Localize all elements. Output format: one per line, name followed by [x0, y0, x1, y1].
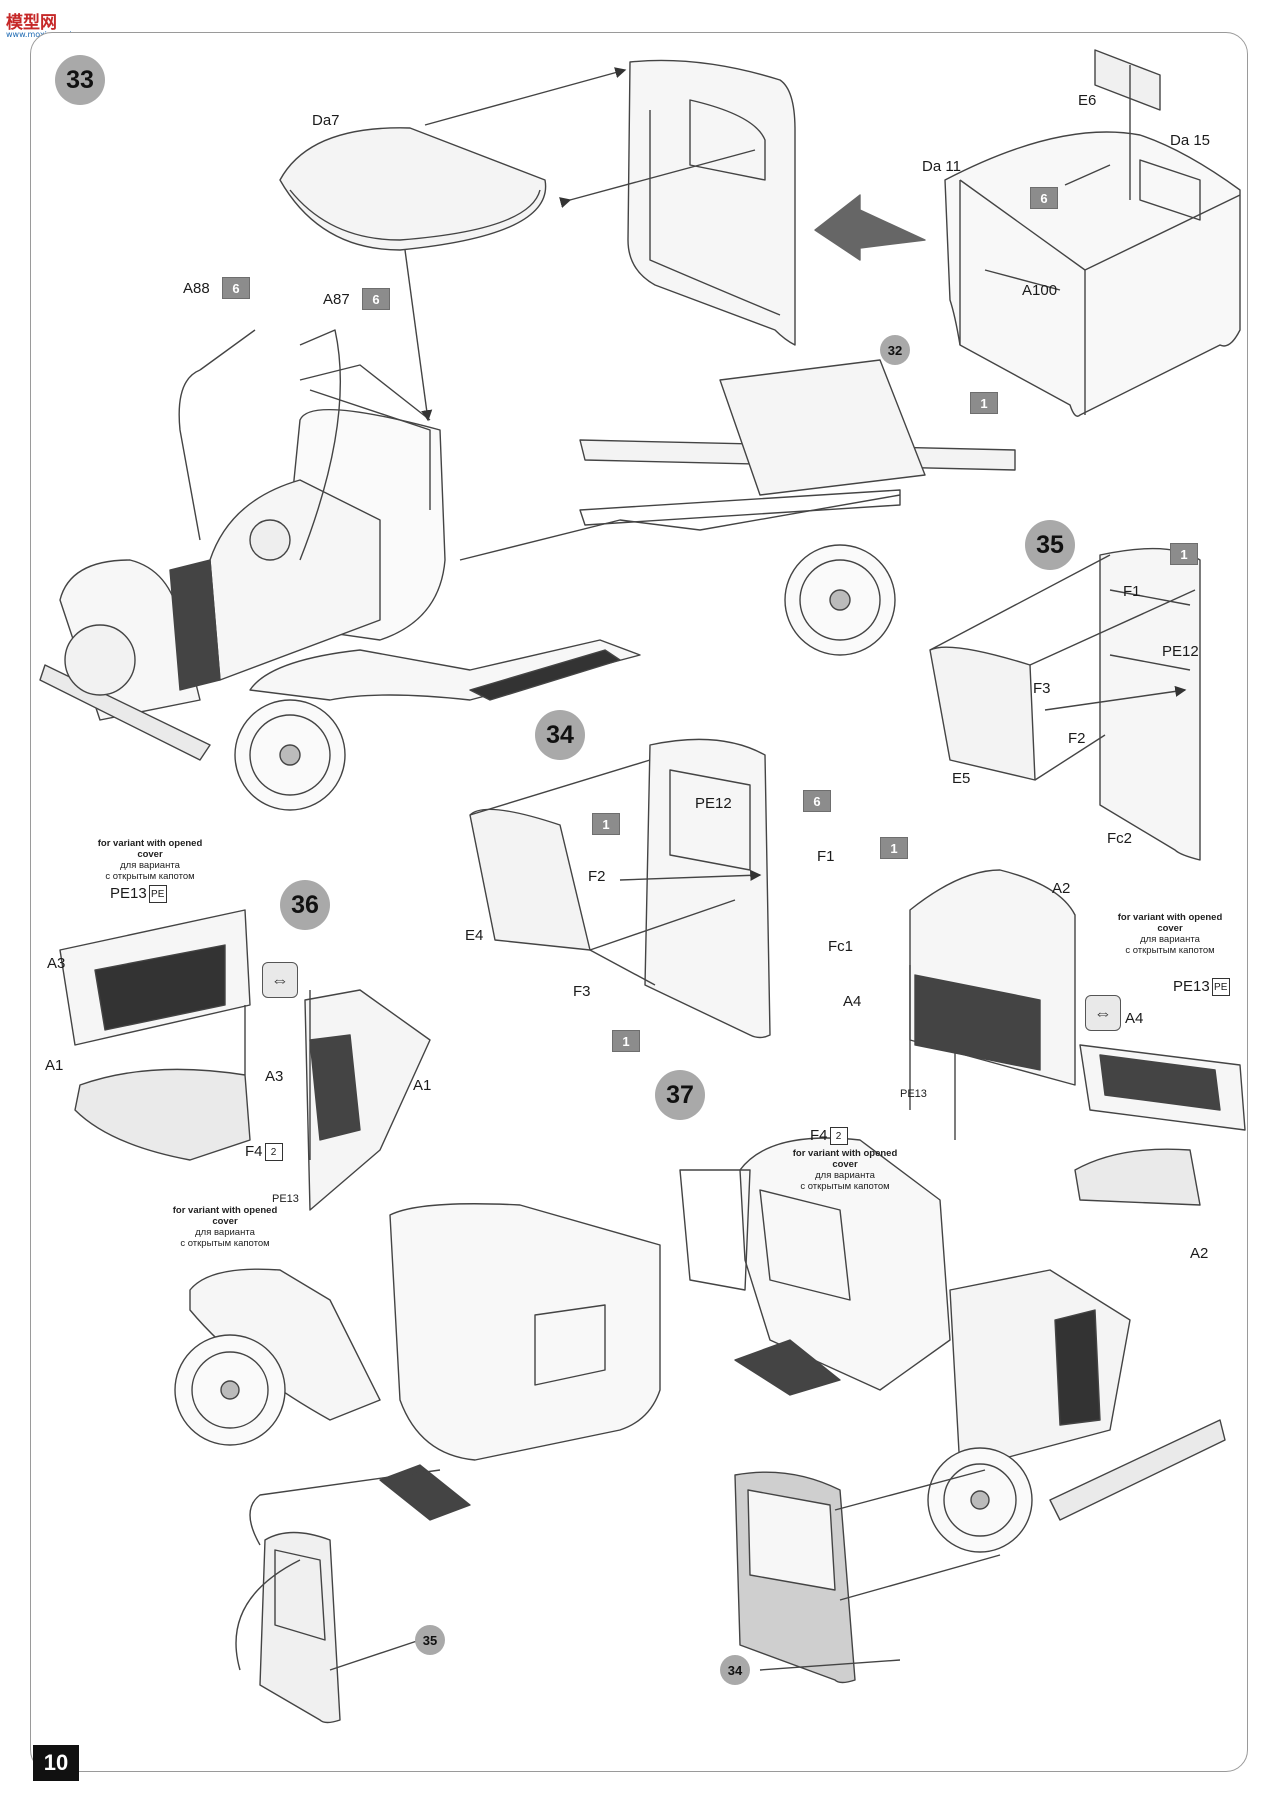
paint-box-1-a100: 1 — [970, 392, 998, 414]
label-a4-37b: A4 — [1125, 1010, 1144, 1027]
ref-step-34: 34 — [720, 1655, 750, 1685]
step-34-badge: 34 — [535, 710, 585, 760]
label-f2-35: F2 — [1068, 730, 1086, 747]
ref-step-32: 32 — [880, 335, 910, 365]
label-a4-37a: A4 — [843, 993, 862, 1010]
label-f1-35: F1 — [1123, 583, 1141, 600]
label-a1-36a: A1 — [45, 1057, 64, 1074]
view-flip-icon-37: ⇔ — [1085, 995, 1121, 1031]
step-plate-37 — [734, 1339, 841, 1396]
variant-note-37b: for variant with opened cover для вариан… — [792, 1148, 898, 1192]
label-f2-34: F2 — [588, 868, 606, 885]
pe-tag-icon-37: PE — [1211, 978, 1230, 997]
label-pe13-37b: PE13 — [900, 1088, 927, 1100]
label-a3-36a: A3 — [47, 955, 66, 972]
label-a88: A88 — [183, 280, 210, 297]
step-plate-33 — [469, 649, 621, 701]
panel-e4 — [469, 808, 591, 951]
cargo-box-33 — [944, 131, 1241, 417]
watermark-text: 模型网 — [6, 13, 57, 33]
louver-36 — [94, 944, 226, 1031]
label-da11: Da 11 — [922, 158, 961, 175]
label-pe13-36b: PE13 — [272, 1193, 299, 1205]
cab-36 — [389, 1203, 661, 1461]
label-f3-34: F3 — [573, 983, 591, 1000]
door-fc2 — [1099, 547, 1201, 861]
paint-box-6-34: 6 — [803, 790, 831, 812]
note-ru-1: для варианта — [120, 860, 180, 871]
paint-box-1-34b: 1 — [880, 837, 908, 859]
label-e6: E6 — [1078, 92, 1097, 109]
cab-37 — [739, 1137, 951, 1391]
grille-37 — [1054, 1309, 1101, 1426]
label-da7: Da7 — [312, 112, 340, 129]
door-fc1 — [644, 738, 771, 1039]
ref-step-35: 35 — [415, 1625, 445, 1655]
variant-note-36b: for variant with opened cover для вариан… — [172, 1205, 278, 1249]
step-37-badge: 37 — [655, 1070, 705, 1120]
louver-a4 — [914, 974, 1041, 1071]
label-pe12-34: PE12 — [695, 795, 732, 812]
panel-e5 — [929, 646, 1036, 781]
louver-37 — [1099, 1054, 1221, 1111]
paint-box-1-35: 1 — [1170, 543, 1198, 565]
label-pe12-35: PE12 — [1162, 643, 1199, 660]
variant-note-37a: for variant with opened cover для вариан… — [1117, 912, 1223, 956]
note-ru-2: с открытым капотом — [105, 871, 195, 882]
label-e4: E4 — [465, 927, 484, 944]
label-f1-34: F1 — [817, 848, 835, 865]
label-a3-36b: A3 — [265, 1068, 284, 1085]
note-en: for variant with opened cover — [97, 838, 203, 860]
qty-tag-icon-37: 2 — [829, 1127, 848, 1146]
rear-panel-33 — [627, 59, 796, 346]
door-36 — [259, 1531, 341, 1724]
hood-a1 — [74, 1068, 251, 1161]
step-33-badge: 33 — [55, 55, 105, 105]
label-da15: Da 15 — [1170, 132, 1211, 149]
paint-box-6-a88: 6 — [222, 277, 250, 299]
page-number: 10 — [33, 1745, 79, 1781]
label-a2-37b: A2 — [1190, 1245, 1209, 1262]
big-arrow-icon — [814, 194, 926, 261]
label-fc1: Fc1 — [828, 938, 854, 955]
paint-box-6-da11: 6 — [1030, 187, 1058, 209]
step-35-badge: 35 — [1025, 520, 1075, 570]
grille-33 — [169, 559, 221, 691]
label-e5: E5 — [952, 770, 971, 787]
variant-note-36a: for variant with opened cover для вариан… — [90, 838, 210, 882]
pe-tag-icon: PE — [148, 885, 167, 904]
step-36-badge: 36 — [280, 880, 330, 930]
qty-tag-icon: 2 — [264, 1143, 283, 1162]
label-f3-35: F3 — [1033, 680, 1051, 697]
view-flip-icon-36: ⇔ — [262, 962, 298, 998]
label-fc2: Fc2 — [1107, 830, 1133, 847]
label-a100: A100 — [1022, 282, 1058, 299]
paint-box-6-a87: 6 — [362, 288, 390, 310]
paint-box-1-34a: 1 — [592, 813, 620, 835]
label-a1-36b: A1 — [413, 1077, 432, 1094]
step-plate-36 — [379, 1464, 471, 1521]
roof-da7 — [279, 127, 547, 251]
label-a87: A87 — [323, 291, 350, 308]
paint-box-1-34c: 1 — [612, 1030, 640, 1052]
label-a2-37a: A2 — [1052, 880, 1071, 897]
